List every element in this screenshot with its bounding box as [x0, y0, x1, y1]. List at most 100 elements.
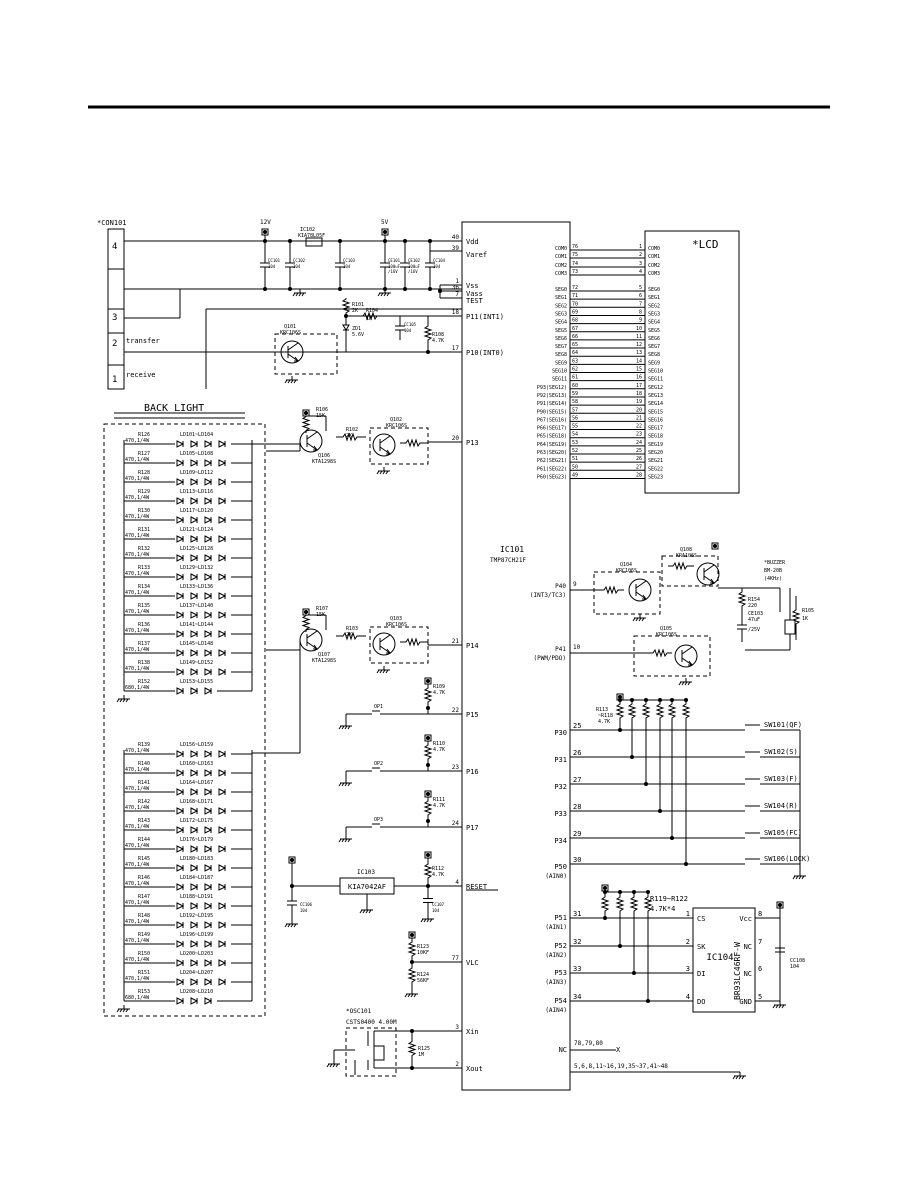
led-diode: [204, 883, 213, 891]
ic104-part: BR93LC46RF-W: [733, 942, 742, 1000]
led-diode: [204, 687, 213, 695]
led-range: LD172~LD175: [180, 818, 213, 824]
p41-sub: (PWM/PDO): [533, 655, 566, 662]
junction-dot: [603, 886, 607, 890]
opt-r: R109: [433, 684, 445, 690]
ground-symbol: [385, 669, 389, 674]
junction-dot: [684, 862, 688, 866]
sw-pin: 26: [573, 749, 581, 757]
com-pin: 74: [572, 261, 578, 267]
pnp-transistor: [299, 429, 323, 453]
q105-part: KRC106S: [656, 632, 677, 638]
q104-transistor: [635, 580, 647, 589]
led-resistor-ref: R135: [138, 603, 150, 609]
led-range: LD153~LD155: [180, 679, 213, 685]
cap-val: 100uF: [388, 264, 401, 269]
led-resistor-val: 470,1/4W: [125, 495, 150, 501]
r125: R125: [418, 1046, 430, 1052]
r101-val: 2K: [352, 308, 358, 314]
mcu-pin-num: 3: [455, 1024, 459, 1031]
cap-ref: CC104: [433, 258, 446, 263]
ic102-ref: IC102: [300, 227, 315, 233]
junction-dot: [646, 999, 650, 1003]
com-right: COM2: [648, 263, 660, 269]
led-range: LD137~LD140: [180, 603, 213, 609]
q101-part: KRC106S: [280, 330, 301, 336]
sw-port: P32: [554, 783, 567, 791]
opt-jumper: OP2: [374, 761, 383, 767]
led-resistor-val: 470,1/4W: [125, 571, 150, 577]
junction-dot: [290, 858, 294, 862]
mcu-pin-name: P14: [466, 642, 479, 650]
led-diode: [190, 535, 199, 543]
led-diode: [218, 478, 227, 486]
led-resistor-ref: R147: [138, 894, 150, 900]
led-resistor-val: 470,1/4W: [125, 457, 150, 463]
led-diode: [204, 573, 213, 581]
led-diode: [218, 845, 227, 853]
ground-symbol: [347, 838, 351, 843]
cap-val: 104: [433, 264, 441, 269]
cc108: CC108: [790, 958, 805, 964]
seg-pin: 67: [572, 326, 578, 332]
led-diode: [190, 883, 199, 891]
led-diode: [176, 826, 185, 834]
led-diode: [190, 668, 199, 676]
ground-symbol: [341, 782, 345, 787]
pnp-transistor: [313, 445, 318, 451]
led-diode: [176, 997, 185, 1005]
led-resistor-val: 470,1/4W: [125, 843, 150, 849]
led-diode: [204, 997, 213, 1005]
led-resistor-val: 470,1/4W: [125, 666, 150, 672]
mcu-pin-name: TEST: [466, 297, 484, 305]
sw-port: P33: [554, 810, 567, 818]
r113-val: 4.7K: [598, 719, 610, 725]
resistor: [791, 596, 801, 640]
p40-pin: 9: [573, 581, 577, 588]
ground-symbol: [335, 1063, 339, 1068]
seg-pin: 62: [572, 367, 578, 373]
resistor: [301, 416, 311, 433]
qp-part: KTA1298S: [312, 658, 336, 664]
led-resistor-ref: R127: [138, 451, 150, 457]
npn-transistor: [386, 648, 391, 654]
opt-r-val: 4.7K: [433, 803, 445, 809]
gnd-pin-list: 5,6,8,11~16,19,35~37,41~48: [574, 1063, 668, 1070]
ground-symbol: [295, 292, 299, 297]
ic104-rpin-name: GND: [739, 998, 752, 1006]
q105-transistor: [674, 644, 698, 668]
connector-pin-2: 2: [112, 339, 117, 349]
seg-right: SEG12: [648, 385, 663, 391]
led-range: LD184~LD187: [180, 875, 213, 881]
led-range: LD164~LD167: [180, 780, 213, 786]
ic104-pin-name: DI: [697, 970, 705, 978]
q101-package: [274, 333, 338, 375]
pushbutton: [738, 832, 800, 839]
p40-sub: (INT3/TC3): [530, 592, 566, 599]
seg-lpin: 27: [636, 464, 642, 470]
seg-pin: 53: [572, 440, 578, 446]
label-12v: 12V: [260, 219, 271, 226]
led-resistor-val: 470,1/4W: [125, 786, 150, 792]
ground-symbol: [423, 918, 427, 923]
com-left: COM2: [555, 263, 567, 269]
mcu-pin-name: Xin: [466, 1028, 479, 1036]
ground-symbol: [678, 681, 682, 686]
led-diode: [204, 554, 213, 562]
led-diode: [204, 902, 213, 910]
resistor: [407, 962, 417, 990]
qn-part: KRC106S: [386, 622, 407, 628]
led-diode: [204, 750, 213, 758]
switch-label: SW102(S): [764, 748, 798, 756]
led-resistor-ref: R130: [138, 508, 150, 514]
ic104-rpin: 8: [758, 910, 762, 918]
sw-pin: 30: [573, 856, 581, 864]
led-diode: [204, 921, 213, 929]
r124: R124: [417, 972, 429, 978]
led-diode: [218, 902, 227, 910]
switch-label: SW106(LOCK): [764, 855, 810, 863]
seg-right: SEG16: [648, 417, 663, 423]
ground-symbol: [290, 379, 294, 384]
seg-right: SEG17: [648, 426, 663, 432]
ground-symbol: [386, 292, 390, 297]
